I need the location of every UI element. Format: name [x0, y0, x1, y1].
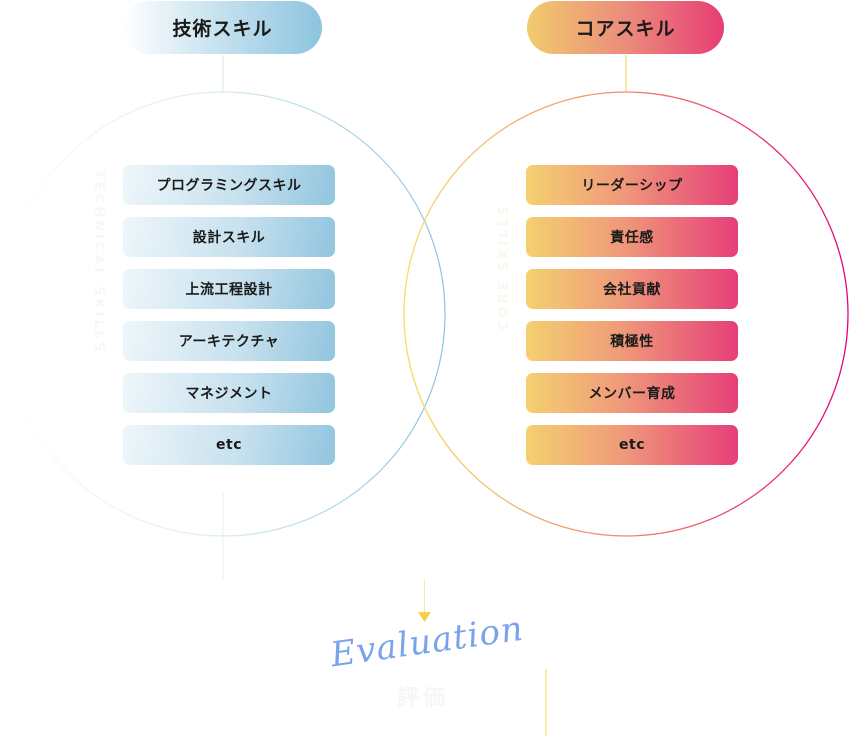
- core-skill-item: 会社貢献: [526, 269, 738, 309]
- core-skill-item: リーダーシップ: [526, 165, 738, 205]
- tech-circle: [0, 91, 446, 537]
- core-skill-item: 責任感: [526, 217, 738, 257]
- core-skill-item: 積極性: [526, 321, 738, 361]
- technical-skills-heading: 技術スキル: [123, 1, 322, 54]
- arrow-down-icon: [418, 612, 431, 622]
- tech-vertical-label: TECHNICAL SKILLS: [91, 170, 106, 355]
- tech-skill-item: 上流工程設計: [123, 269, 335, 309]
- tech-skill-item: 設計スキル: [123, 217, 335, 257]
- tech-skill-item: etc: [123, 425, 335, 465]
- core-skill-item: メンバー育成: [526, 373, 738, 413]
- tech-skill-item: マネジメント: [123, 373, 335, 413]
- core-circle: [403, 91, 849, 537]
- tech-skill-item: プログラミングスキル: [123, 165, 335, 205]
- tech-skill-item: アーキテクチャ: [123, 321, 335, 361]
- core-skill-item: etc: [526, 425, 738, 465]
- core-vertical-label: CORE SKILLS: [497, 202, 512, 330]
- evaluation-label: 評価: [396, 686, 449, 711]
- core-skills-heading: コアスキル: [527, 1, 724, 54]
